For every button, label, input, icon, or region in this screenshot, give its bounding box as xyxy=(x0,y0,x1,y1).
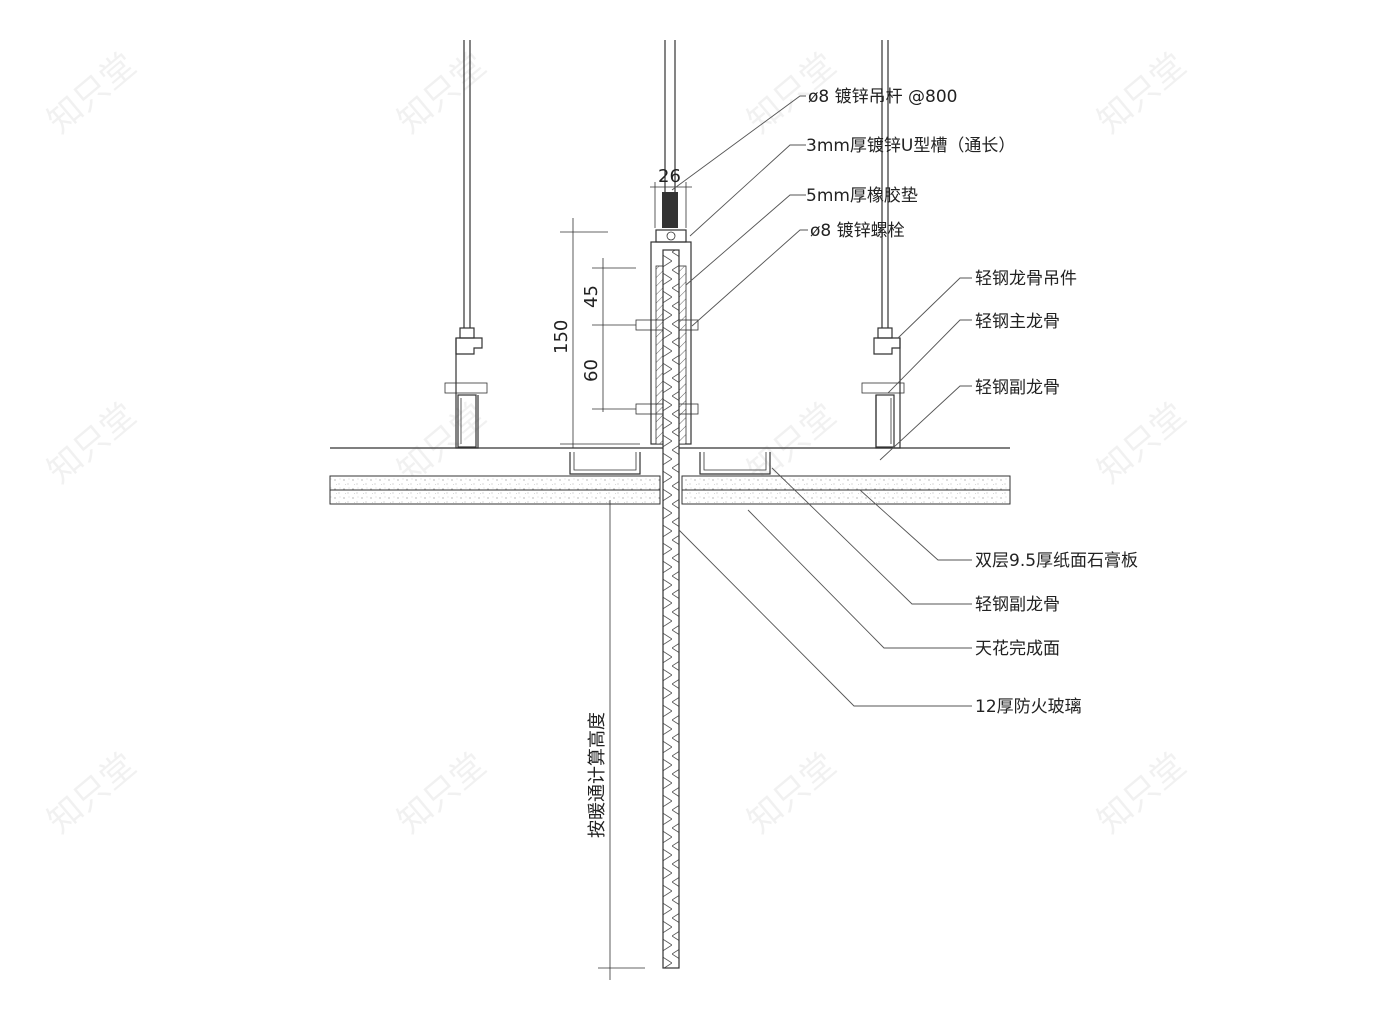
right-main-keel xyxy=(875,394,895,448)
gypsum-board-left-1 xyxy=(329,475,661,491)
dim-45-label: 45 xyxy=(581,285,602,308)
right-hanger-nut xyxy=(877,327,893,339)
fire-glass-panel xyxy=(662,249,680,969)
left-hanger-bolt xyxy=(444,382,488,394)
watermarks: 知只堂 知只堂 知只堂 知只堂 知只堂 知只堂 知只堂 知只堂 知只堂 知只堂 … xyxy=(40,45,1194,841)
label-rod: ø8 镀锌吊杆 @800 xyxy=(808,87,957,107)
left-hanger-clip xyxy=(455,337,483,355)
gypsum-board-left-2 xyxy=(329,489,661,505)
label-gypsum: 双层9.5厚纸面石膏板 xyxy=(975,550,1138,571)
watermark-text: 知只堂 xyxy=(390,45,494,141)
sub-keel-left xyxy=(569,452,641,475)
height-note-label: 按暖通计算高度 xyxy=(587,712,608,838)
gypsum-board-right-2 xyxy=(681,489,1011,505)
watermark-text: 知只堂 xyxy=(390,745,494,841)
label-ceiling-finish: 天花完成面 xyxy=(975,639,1060,659)
dim-150-label: 150 xyxy=(551,320,572,354)
watermark-text: 知只堂 xyxy=(1090,395,1194,491)
ceiling-system xyxy=(329,447,1011,505)
watermark-text: 知只堂 xyxy=(40,395,144,491)
left-hanger-nut xyxy=(459,327,475,339)
label-main-keel: 轻钢主龙骨 xyxy=(975,312,1060,332)
watermark-text: 知只堂 xyxy=(740,745,844,841)
threaded-rod-end xyxy=(662,192,678,228)
label-hanger: 轻钢龙骨吊件 xyxy=(975,269,1077,289)
watermark-text: 知只堂 xyxy=(40,45,144,141)
labels: ø8 镀锌吊杆 @800 3mm厚镀锌U型槽（通长） 5mm厚橡胶垫 ø8 镀锌… xyxy=(806,87,1138,717)
watermark-text: 知只堂 xyxy=(1090,745,1194,841)
gypsum-board-right-1 xyxy=(681,475,1011,491)
dimensions: 26 45 150 60 按暖通计算高度 xyxy=(551,166,692,980)
watermark-text: 知只堂 xyxy=(40,745,144,841)
left-main-keel xyxy=(457,394,477,448)
dim-60-label: 60 xyxy=(581,359,602,382)
right-hanger-bolt xyxy=(861,382,905,394)
label-u-channel: 3mm厚镀锌U型槽（通长） xyxy=(806,136,1015,156)
label-rubber-pad: 5mm厚橡胶垫 xyxy=(806,186,918,206)
label-sub-keel-top: 轻钢副龙骨 xyxy=(975,378,1060,398)
label-bolt: ø8 镀锌螺栓 xyxy=(810,221,905,241)
dim-26-label: 26 xyxy=(658,166,681,187)
label-fire-glass: 12厚防火玻璃 xyxy=(975,697,1082,717)
label-sub-keel-bottom: 轻钢副龙骨 xyxy=(975,595,1060,615)
watermark-text: 知只堂 xyxy=(1090,45,1194,141)
sub-keel-right xyxy=(699,452,771,475)
right-hanger-clip xyxy=(873,337,901,355)
leader-lines xyxy=(671,95,972,707)
